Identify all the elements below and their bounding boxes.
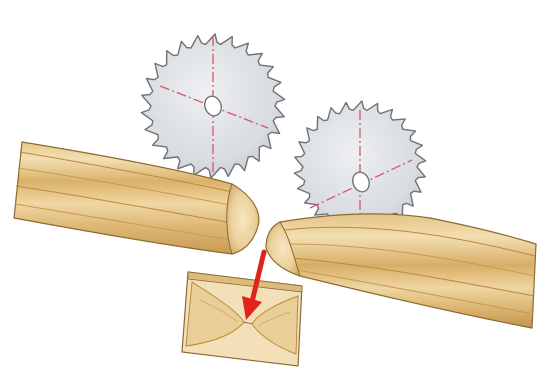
saw-blade-left-icon <box>141 34 284 178</box>
molding-right-piece <box>266 214 536 328</box>
saw-blade-right-icon <box>294 101 425 233</box>
molding-cutoff-block <box>182 272 302 366</box>
